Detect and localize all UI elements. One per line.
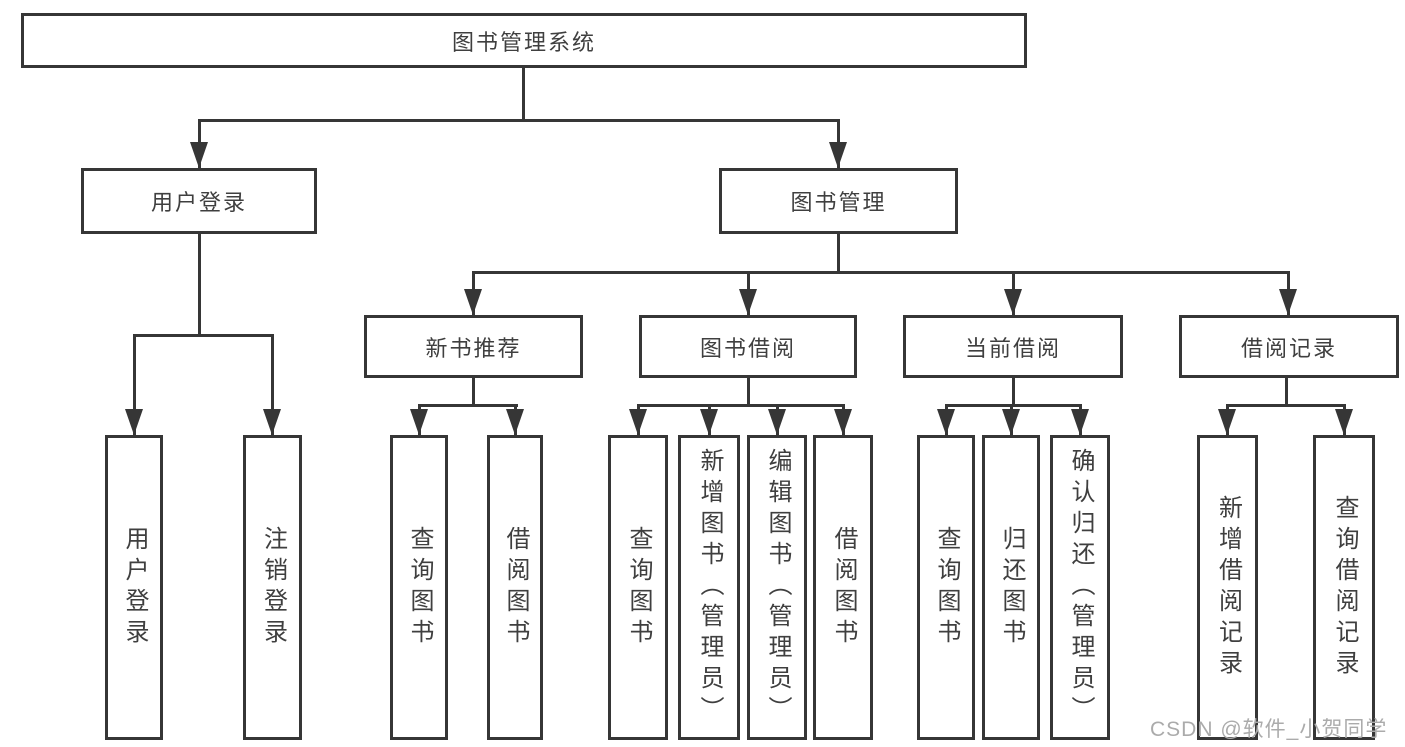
leaf-label: 借阅图书 bbox=[830, 525, 857, 650]
leaf-label: 新增图书（管理员） bbox=[696, 448, 723, 727]
connector-line bbox=[472, 378, 475, 407]
node-new-book-recommendation: 新书推荐 bbox=[364, 315, 583, 378]
connector-line bbox=[133, 334, 274, 337]
node-book-borrowing: 图书借阅 bbox=[639, 315, 857, 378]
leaf-confirm-return-admin: 确认归还（管理员） bbox=[1050, 435, 1110, 740]
leaf-query-books-recommend: 查询图书 bbox=[390, 435, 448, 740]
leaf-label: 归还图书 bbox=[998, 525, 1025, 650]
connector-arrow bbox=[1279, 289, 1297, 315]
node-label: 图书借阅 bbox=[699, 335, 796, 361]
leaf-label: 查询图书 bbox=[625, 525, 652, 650]
leaf-return-books: 归还图书 bbox=[982, 435, 1040, 740]
connector-line bbox=[133, 334, 136, 435]
connector-arrow bbox=[125, 409, 143, 435]
leaf-borrow-books-borrowing: 借阅图书 bbox=[813, 435, 873, 740]
connector-arrow bbox=[506, 409, 524, 435]
connector-arrow bbox=[464, 289, 482, 315]
connector-arrow bbox=[834, 409, 852, 435]
connector-arrow bbox=[629, 409, 647, 435]
connector-line bbox=[837, 234, 840, 274]
connector-line bbox=[472, 271, 1290, 274]
leaf-label: 确认归还（管理员） bbox=[1067, 448, 1094, 727]
leaf-label: 用户登录 bbox=[121, 525, 148, 650]
connector-line bbox=[418, 404, 518, 407]
leaf-label: 注销登录 bbox=[259, 525, 287, 650]
connector-line bbox=[1226, 404, 1346, 407]
leaf-add-borrow-record: 新增借阅记录 bbox=[1197, 435, 1258, 740]
leaf-user-login: 用户登录 bbox=[105, 435, 163, 740]
node-current-borrowing: 当前借阅 bbox=[903, 315, 1123, 378]
connector-arrow bbox=[937, 409, 955, 435]
leaf-label: 编辑图书（管理员） bbox=[764, 448, 791, 727]
leaf-label: 新增借阅记录 bbox=[1214, 494, 1242, 681]
leaf-edit-books-admin: 编辑图书（管理员） bbox=[747, 435, 807, 740]
connector-arrow bbox=[410, 409, 428, 435]
connector-line bbox=[637, 404, 845, 407]
leaf-borrow-books-recommend: 借阅图书 bbox=[487, 435, 543, 740]
node-borrowing-records: 借阅记录 bbox=[1179, 315, 1399, 378]
watermark: CSDN @软件_小贺同学 bbox=[1150, 718, 1388, 741]
node-label: 图书管理 bbox=[790, 190, 887, 215]
leaf-query-books-current: 查询图书 bbox=[917, 435, 975, 740]
node-label: 用户登录 bbox=[150, 190, 247, 215]
connector-arrow bbox=[739, 289, 757, 315]
connector-arrow bbox=[1071, 409, 1089, 435]
node-library-management-system: 图书管理系统 bbox=[21, 13, 1027, 68]
connector-arrow bbox=[829, 142, 847, 168]
node-label: 新书推荐 bbox=[425, 335, 522, 361]
node-label: 当前借阅 bbox=[964, 335, 1061, 361]
node-label: 图书管理系统 bbox=[451, 29, 596, 55]
connector-arrow bbox=[1218, 409, 1236, 435]
leaf-add-books-admin: 新增图书（管理员） bbox=[678, 435, 740, 740]
leaf-label: 借阅图书 bbox=[502, 525, 529, 650]
leaf-label: 查询图书 bbox=[406, 525, 433, 650]
node-book-management: 图书管理 bbox=[719, 168, 958, 234]
connector-line bbox=[271, 334, 274, 435]
node-label: 借阅记录 bbox=[1240, 335, 1337, 361]
connector-arrow bbox=[1335, 409, 1353, 435]
connector-line bbox=[1012, 378, 1015, 407]
leaf-logout-login: 注销登录 bbox=[243, 435, 302, 740]
leaf-label: 查询图书 bbox=[933, 525, 960, 650]
connector-arrow bbox=[1004, 289, 1022, 315]
leaf-query-books-borrowing: 查询图书 bbox=[608, 435, 668, 740]
connector-line bbox=[945, 404, 1082, 407]
connector-line bbox=[522, 68, 525, 121]
connector-arrow bbox=[190, 142, 208, 168]
connector-arrow bbox=[1002, 409, 1020, 435]
connector-arrow bbox=[700, 409, 718, 435]
connector-line bbox=[198, 119, 840, 122]
leaf-label: 查询借阅记录 bbox=[1331, 494, 1358, 681]
leaf-query-borrow-record: 查询借阅记录 bbox=[1313, 435, 1375, 740]
connector-arrow bbox=[768, 409, 786, 435]
connector-line bbox=[747, 378, 750, 407]
connector-line bbox=[198, 234, 201, 337]
connector-arrow bbox=[263, 409, 281, 435]
connector-line bbox=[1285, 378, 1288, 407]
node-user-login: 用户登录 bbox=[81, 168, 317, 234]
